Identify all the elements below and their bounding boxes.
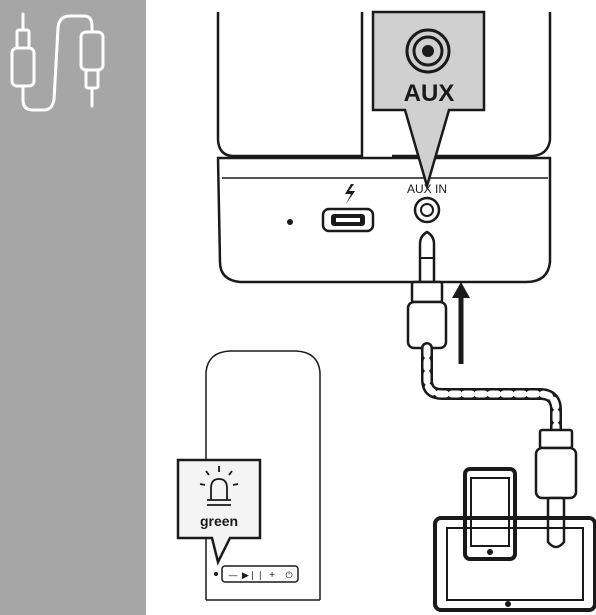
led-bulb-icon	[199, 466, 239, 506]
lightning-bolt-icon	[345, 184, 355, 204]
minus-button-icon: —	[229, 570, 238, 580]
speaker-button-bar: — ▶❘❘ + ⏻	[221, 565, 299, 583]
aux-jack-icon	[405, 28, 451, 74]
aux-cable-icon	[10, 12, 105, 112]
sidebar-panel	[0, 0, 146, 615]
smartphone-icon	[463, 467, 517, 561]
aux-plug-top	[406, 230, 448, 350]
tablet-icon	[433, 516, 596, 612]
speaker-front-view	[205, 350, 321, 601]
speaker-top-view	[216, 12, 552, 284]
led-color-label: green	[200, 513, 238, 529]
aux-in-port	[413, 196, 441, 224]
led-callout: green	[176, 458, 262, 566]
front-led-dot	[214, 572, 218, 576]
plus-button-icon: +	[269, 570, 275, 581]
aux-cable	[421, 342, 562, 436]
power-button-icon: ⏻	[285, 570, 292, 580]
micro-usb-port	[321, 207, 375, 233]
status-led-dot	[287, 219, 293, 225]
insert-arrow	[452, 282, 470, 364]
play-pause-button-icon: ▶❘❘	[242, 570, 264, 581]
aux-label: AUX	[404, 80, 455, 107]
aux-callout: AUX	[371, 10, 486, 191]
aux-plug-bottom	[534, 428, 578, 549]
